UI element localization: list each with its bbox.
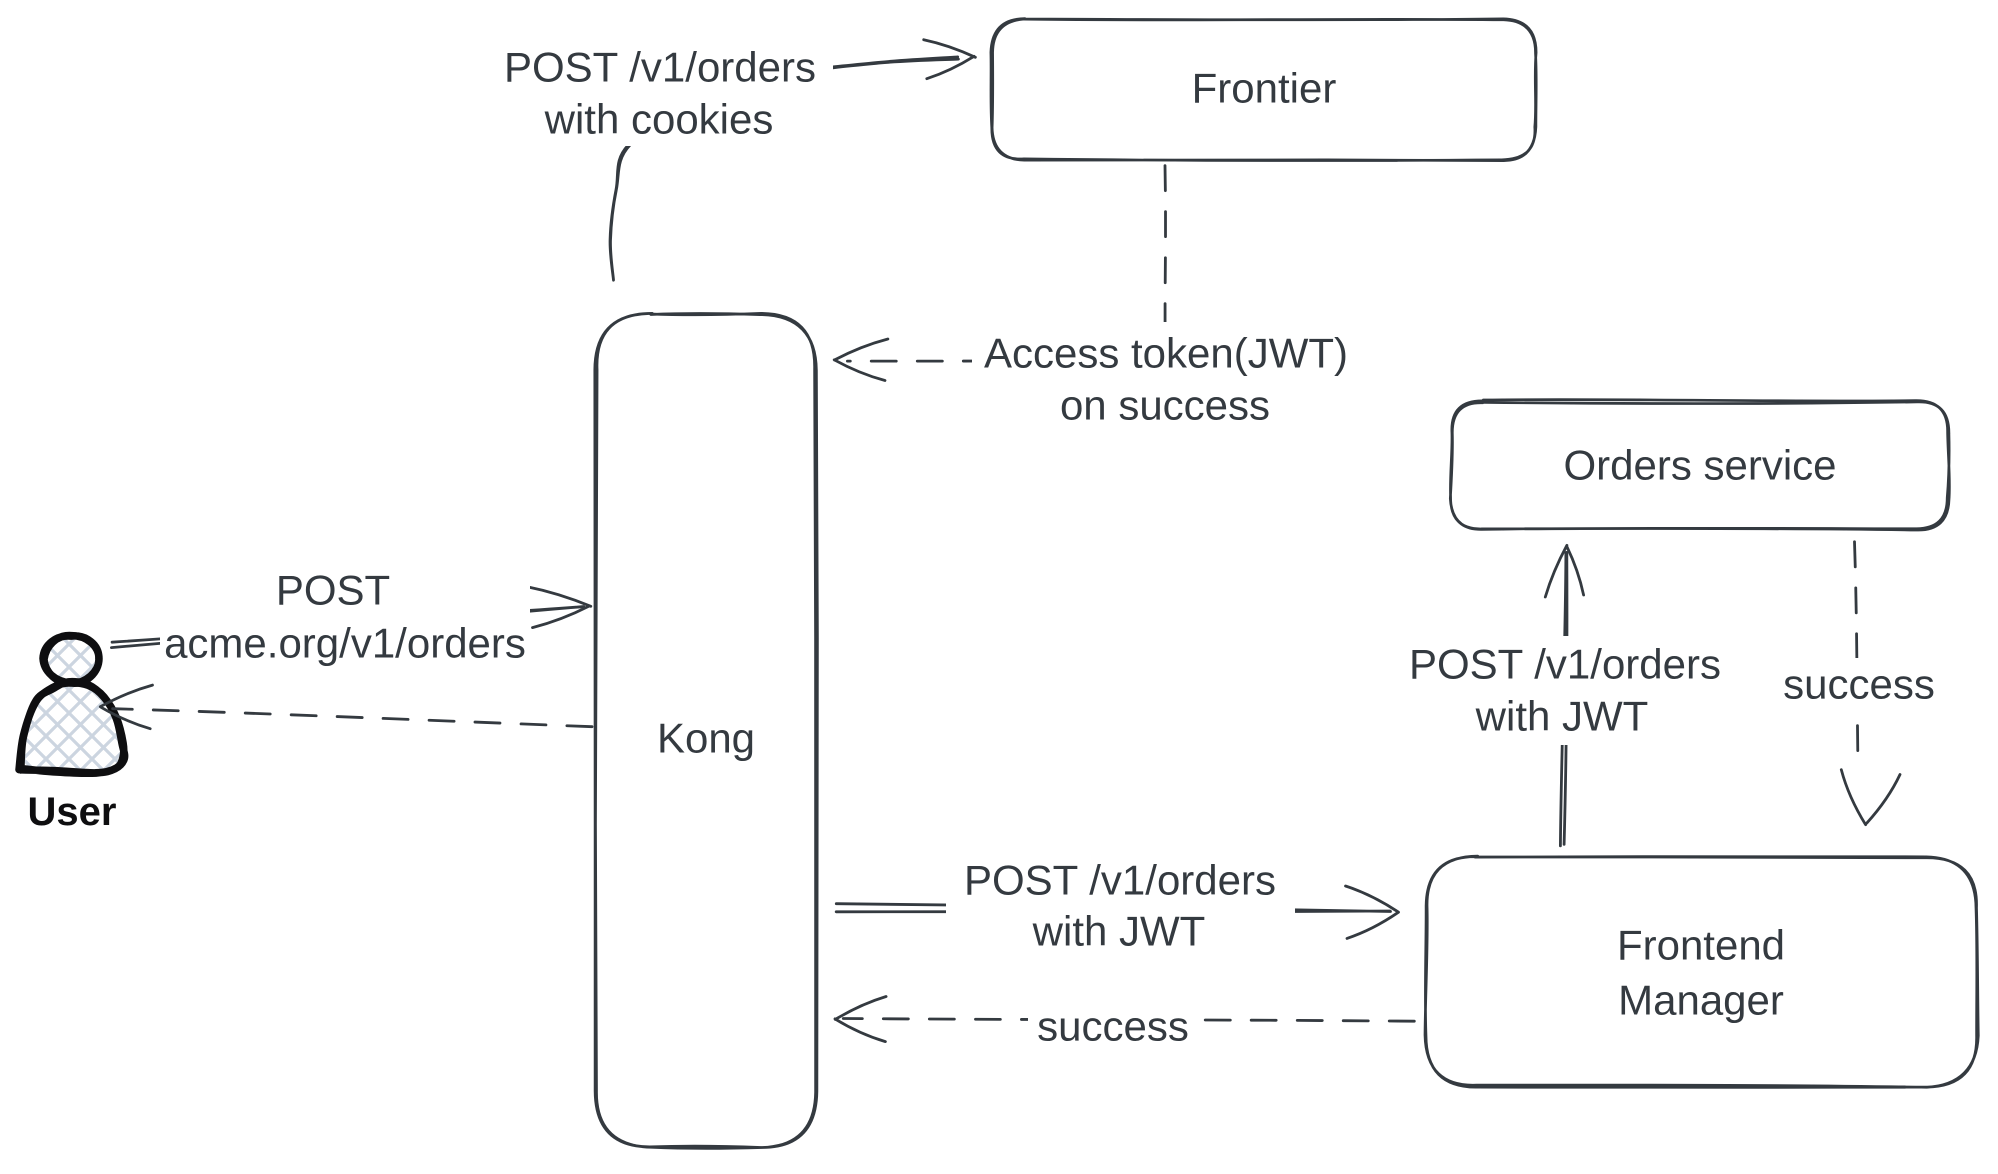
orders-service-box [1448, 398, 1951, 532]
orders-service-to-frontend-manager-arrowhead-icon [1839, 768, 1902, 827]
node-frontier [989, 17, 1538, 162]
frontend-manager-to-orders-service-label-line1: POST /v1/orders [1409, 641, 1721, 688]
kong-to-frontend-manager-arrowhead-icon [1344, 884, 1400, 940]
node-orders-service [1448, 398, 1951, 532]
frontend-manager-box [1423, 854, 1980, 1089]
label-bg-orders-service-to-frontend-manager [1771, 658, 1947, 710]
user-icon-head-fill [44, 635, 100, 684]
label-bg-kong-to-frontend-manager [946, 852, 1295, 958]
label-bg-kong-to-frontier [488, 36, 833, 146]
kong-to-frontier-label-line1: POST /v1/orders [504, 44, 816, 91]
frontend-manager-to-orders-service-label-line2: with JWT [1475, 693, 1649, 740]
user-icon-body [15, 677, 129, 778]
label-bg-frontend-manager-to-orders-service [1393, 636, 1738, 745]
edge-orders-service-to-frontend-manager [1839, 540, 1902, 827]
kong-to-frontier-arrowhead-icon [922, 38, 977, 81]
node-kong [593, 311, 819, 1150]
kong-to-user-line [111, 707, 594, 729]
frontier-box [989, 17, 1538, 162]
kong-box [593, 311, 819, 1150]
orders-service-to-frontend-manager-label: success [1783, 661, 1935, 708]
kong-to-frontier-label-line2: with cookies [544, 96, 774, 143]
orders-service-label: Orders service [1563, 442, 1836, 489]
kong-to-user-arrowhead-icon [98, 683, 154, 731]
frontend-manager-to-orders-service-arrowhead-icon [1543, 543, 1585, 599]
kong-to-frontend-manager-label-line2: with JWT [1032, 908, 1206, 955]
frontier-to-kong-arrowhead-icon [832, 337, 890, 382]
user-icon-body-fill [20, 681, 124, 774]
orders-service-to-frontend-manager-line [1853, 540, 1860, 769]
label-bg-frontend-manager-to-kong [1028, 1000, 1196, 1052]
frontier-to-kong-label-line1: Access token(JWT) [984, 330, 1348, 377]
frontend-manager-to-kong-arrowhead-icon [833, 995, 888, 1043]
edge-label-backgrounds [160, 36, 1947, 1052]
user-label: User [28, 790, 117, 834]
kong-to-frontend-manager-label-line1: POST /v1/orders [964, 857, 1276, 904]
label-bg-user-to-kong [160, 566, 530, 676]
frontend-manager-label-line2: Manager [1618, 977, 1784, 1024]
labels: Frontier Kong Orders service Frontend Ma… [28, 44, 1935, 1050]
label-bg-frontier-to-kong [972, 322, 1360, 430]
user-to-kong-label-line2: acme.org/v1/orders [164, 620, 526, 667]
edge-kong-to-user [98, 683, 594, 731]
frontend-manager-label-line1: Frontend [1617, 922, 1785, 969]
frontend-manager-to-kong-label: success [1037, 1003, 1189, 1050]
kong-label: Kong [657, 715, 755, 762]
frontier-label: Frontier [1192, 65, 1337, 112]
node-frontend-manager [1423, 854, 1980, 1089]
frontier-to-kong-label-line2: on success [1060, 382, 1270, 429]
user-icon [15, 631, 129, 778]
user-to-kong-arrowhead-icon [525, 585, 593, 629]
user-to-kong-label-line1: POST [276, 567, 390, 614]
